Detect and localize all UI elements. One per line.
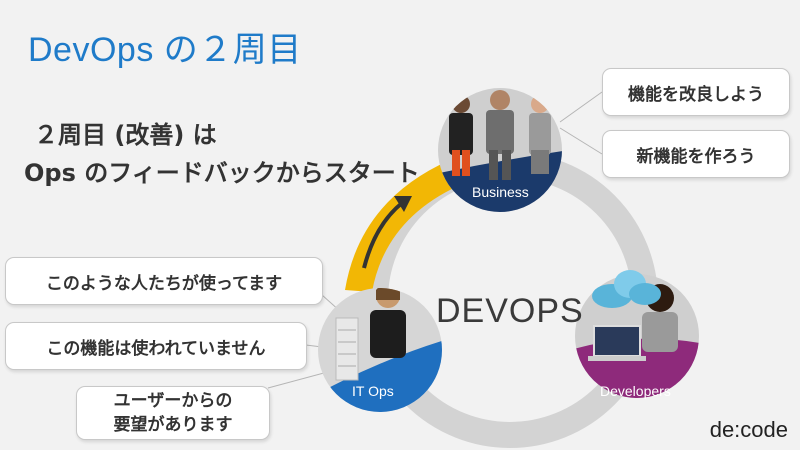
laptop-icon: [588, 325, 646, 361]
subtitle-line-2: Ops のフィードバックからスタート: [24, 159, 420, 187]
bubble-line: 要望があります: [113, 415, 233, 435]
itops-person-icon: [370, 288, 406, 358]
connector-line: [559, 91, 603, 123]
itops-label: IT Ops: [352, 383, 394, 399]
bubble-line: ユーザーからの: [113, 391, 233, 411]
business-people-icon: [449, 90, 551, 180]
business-label: Business: [472, 184, 529, 200]
feedback-arrow-head: [394, 196, 412, 212]
cloud-icon: [592, 270, 661, 308]
speech-bubble: このような人たちが使ってます: [5, 257, 323, 305]
feedback-arrow-band: [345, 160, 458, 292]
business-circle: [438, 88, 562, 212]
devops-center-label: DEVOPS: [436, 292, 584, 330]
connector-line: [559, 127, 603, 155]
subtitle-line-1: ２周目 (改善) は: [34, 121, 217, 149]
speech-bubble: ユーザーからの 要望があります: [76, 386, 270, 440]
server-rack-icon: [335, 317, 359, 381]
speech-bubble: この機能は使われていません: [5, 322, 307, 370]
slide-title: DevOps の２周目: [28, 31, 302, 69]
speech-bubble: 新機能を作ろう: [602, 130, 790, 178]
slide-subtitle: ２周目 (改善) は Ops のフィードバックからスタート: [24, 116, 420, 192]
speech-bubble: 機能を改良しよう: [602, 68, 790, 116]
itops-circle: [318, 288, 442, 412]
developers-label: Developers: [600, 383, 671, 399]
feedback-arrow-line: [362, 201, 404, 269]
decode-logo: de:code: [709, 417, 788, 442]
